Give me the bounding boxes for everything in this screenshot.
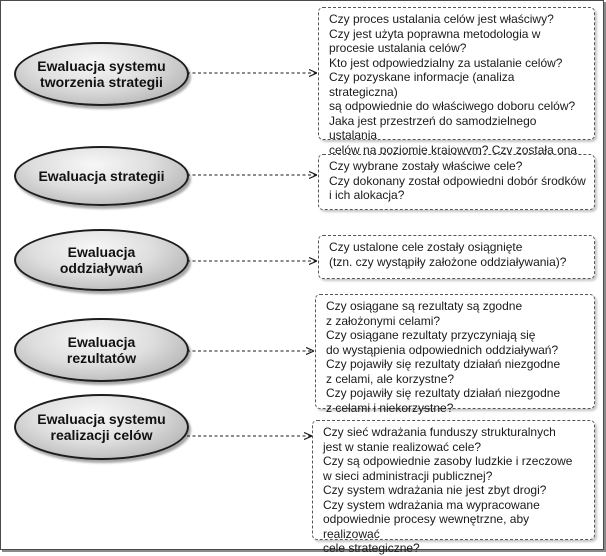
questions-text: Czy sieć wdrażania funduszy strukturalny…: [323, 425, 573, 555]
ellipse-ewaluacja-rezultatow: Ewaluacja rezultatów: [14, 318, 189, 382]
ellipse-ewaluacja-strategii: Ewaluacja strategii: [14, 146, 189, 206]
ellipse-ewaluacja-systemu-realizacji-celow: Ewaluacja systemu realizacji celów: [14, 394, 189, 460]
questions-box-oddzialywan: Czy ustalone cele zostały osiągnięte (tz…: [318, 235, 595, 279]
questions-box-strategii: Czy wybrane zostały właściwe cele? Czy d…: [318, 154, 595, 210]
questions-box-tworzenia-strategii: Czy proces ustalania celów jest właściwy…: [318, 7, 595, 171]
questions-text: Czy osiągane są rezultaty są zgodne z za…: [326, 299, 561, 415]
questions-text: Czy wybrane zostały właściwe cele? Czy d…: [329, 159, 586, 202]
ellipse-ewaluacja-oddzialywan: Ewaluacja oddziaływań: [14, 229, 189, 291]
questions-box-rezultatow: Czy osiągane są rezultaty są zgodne z za…: [315, 294, 595, 415]
questions-text: Czy ustalone cele zostały osiągnięte (tz…: [329, 240, 567, 269]
ellipse-ewaluacja-systemu-tworzenia-strategii: Ewaluacja systemu tworzenia strategii: [14, 42, 189, 106]
questions-box-realizacji-celow: Czy sieć wdrażania funduszy strukturalny…: [312, 420, 595, 555]
questions-text: Czy proces ustalania celów jest właściwy…: [329, 12, 578, 171]
